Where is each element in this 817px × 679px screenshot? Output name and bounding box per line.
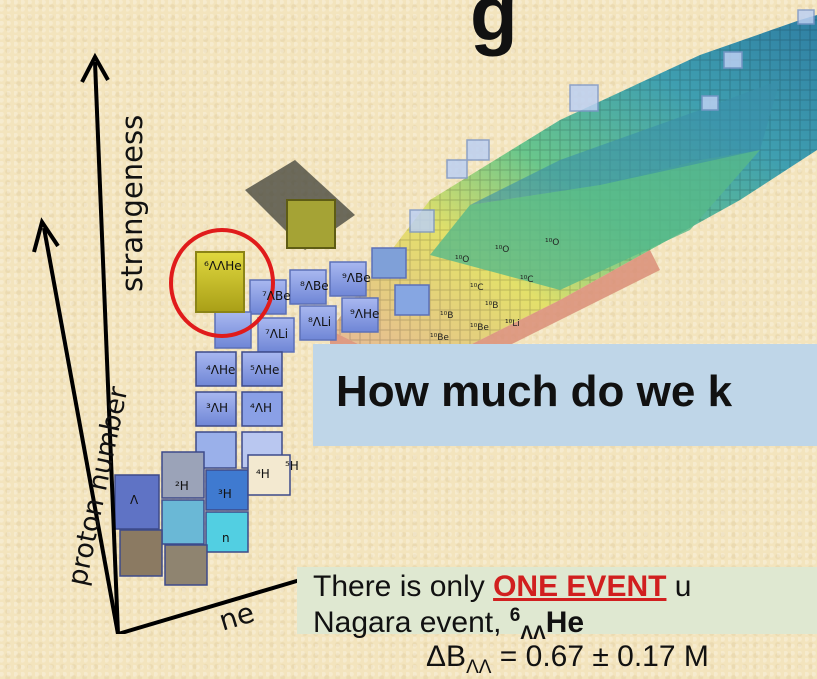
one-event-highlight: ONE EVENT	[493, 570, 667, 603]
svg-text:⁹ΛHe: ⁹ΛHe	[350, 307, 379, 321]
binding-energy-value: = 0.67 ± 0.17 M	[491, 640, 709, 673]
highlight-circle	[169, 228, 275, 338]
chart-axes	[32, 52, 301, 634]
svg-text:⁹ΛBe: ⁹ΛBe	[342, 271, 371, 285]
strangeness-axis-label: strangeness	[115, 114, 149, 292]
double-lambda-he6-cube	[195, 251, 245, 313]
svg-text:³H: ³H	[218, 487, 232, 501]
svg-text:¹⁰Be: ¹⁰Be	[470, 323, 489, 333]
svg-text:⁷ΛBe: ⁷ΛBe	[262, 289, 291, 303]
nagara-element: He	[545, 606, 585, 639]
svg-text:⁶ΛΛHe: ⁶ΛΛHe	[204, 259, 242, 273]
svg-text:⁵ΛHe: ⁵ΛHe	[250, 363, 279, 377]
svg-text:⁷ΛLi: ⁷ΛLi	[265, 327, 288, 341]
strangeness-minus-one-layer	[214, 247, 430, 353]
svg-text:⁴ΛHe: ⁴ΛHe	[206, 363, 235, 377]
light-nuclei-column	[114, 351, 291, 586]
svg-text:⁴ΛH: ⁴ΛH	[250, 401, 272, 415]
svg-text:Λ: Λ	[130, 493, 139, 507]
info-line-one-prefix: There is only	[313, 570, 494, 603]
svg-text:¹⁰O: ¹⁰O	[495, 245, 509, 255]
svg-text:³ΛH: ³ΛH	[206, 401, 228, 415]
svg-text:¹⁰C: ¹⁰C	[470, 283, 484, 293]
svg-text:¹⁰Be: ¹⁰Be	[430, 333, 449, 343]
svg-text:⁴H: ⁴H	[256, 467, 270, 481]
info-panel	[297, 567, 817, 634]
nuclear-chart-ridge	[330, 15, 817, 380]
dark-yellow-cube	[286, 199, 336, 249]
svg-text:¹⁰B: ¹⁰B	[485, 301, 498, 311]
svg-text:⁸ΛLi: ⁸ΛLi	[308, 315, 331, 329]
info-line-one-suffix: u	[666, 570, 692, 603]
question-banner: How much do we k	[313, 344, 817, 446]
svg-text:¹⁰C: ¹⁰C	[520, 275, 534, 285]
slide-title-fragment: g	[470, 0, 518, 57]
svg-text:⁵H: ⁵H	[285, 459, 299, 473]
floating-hypernuclei-cubes	[409, 9, 815, 233]
svg-text:¹⁰B: ¹⁰B	[440, 311, 453, 321]
svg-text:n: n	[222, 531, 230, 545]
svg-text:¹⁰Li: ¹⁰Li	[505, 319, 520, 329]
info-line-three: ΔBΛΛ = 0.67 ± 0.17 M	[426, 640, 709, 679]
svg-text:⁸ΛBe: ⁸ΛBe	[300, 279, 329, 293]
column-cell-labels: Λ ³H ²H n ⁴ΛHe ³ΛH ⁴ΛH ⁵ΛHe ⁶ΛΛHe ⁷ΛBe ⁸…	[130, 259, 379, 545]
nagara-mass-number: 6	[509, 605, 521, 626]
nagara-prefix: Nagara event,	[313, 606, 510, 639]
info-line-two: Nagara event, 6ΛΛHe	[313, 605, 584, 645]
info-line-one: There is only ONE EVENT u	[313, 570, 691, 604]
binding-energy-subscript: ΛΛ	[466, 657, 492, 678]
svg-text:¹⁰O: ¹⁰O	[545, 238, 559, 248]
ridge-nuclide-labels: ¹⁰O ¹⁰O ¹⁰O ¹⁰C ¹⁰C ¹⁰B ¹⁰B ¹⁰Be ¹⁰Be ¹⁰…	[430, 238, 559, 343]
hypernuclear-chart-illustration: ¹⁰O ¹⁰O ¹⁰O ¹⁰C ¹⁰C ¹⁰B ¹⁰B ¹⁰Be ¹⁰Be ¹⁰…	[32, 9, 817, 634]
svg-text:¹⁰O: ¹⁰O	[455, 255, 469, 265]
binding-energy-symbol: ΔB	[426, 640, 467, 673]
svg-text:²H: ²H	[175, 479, 189, 493]
